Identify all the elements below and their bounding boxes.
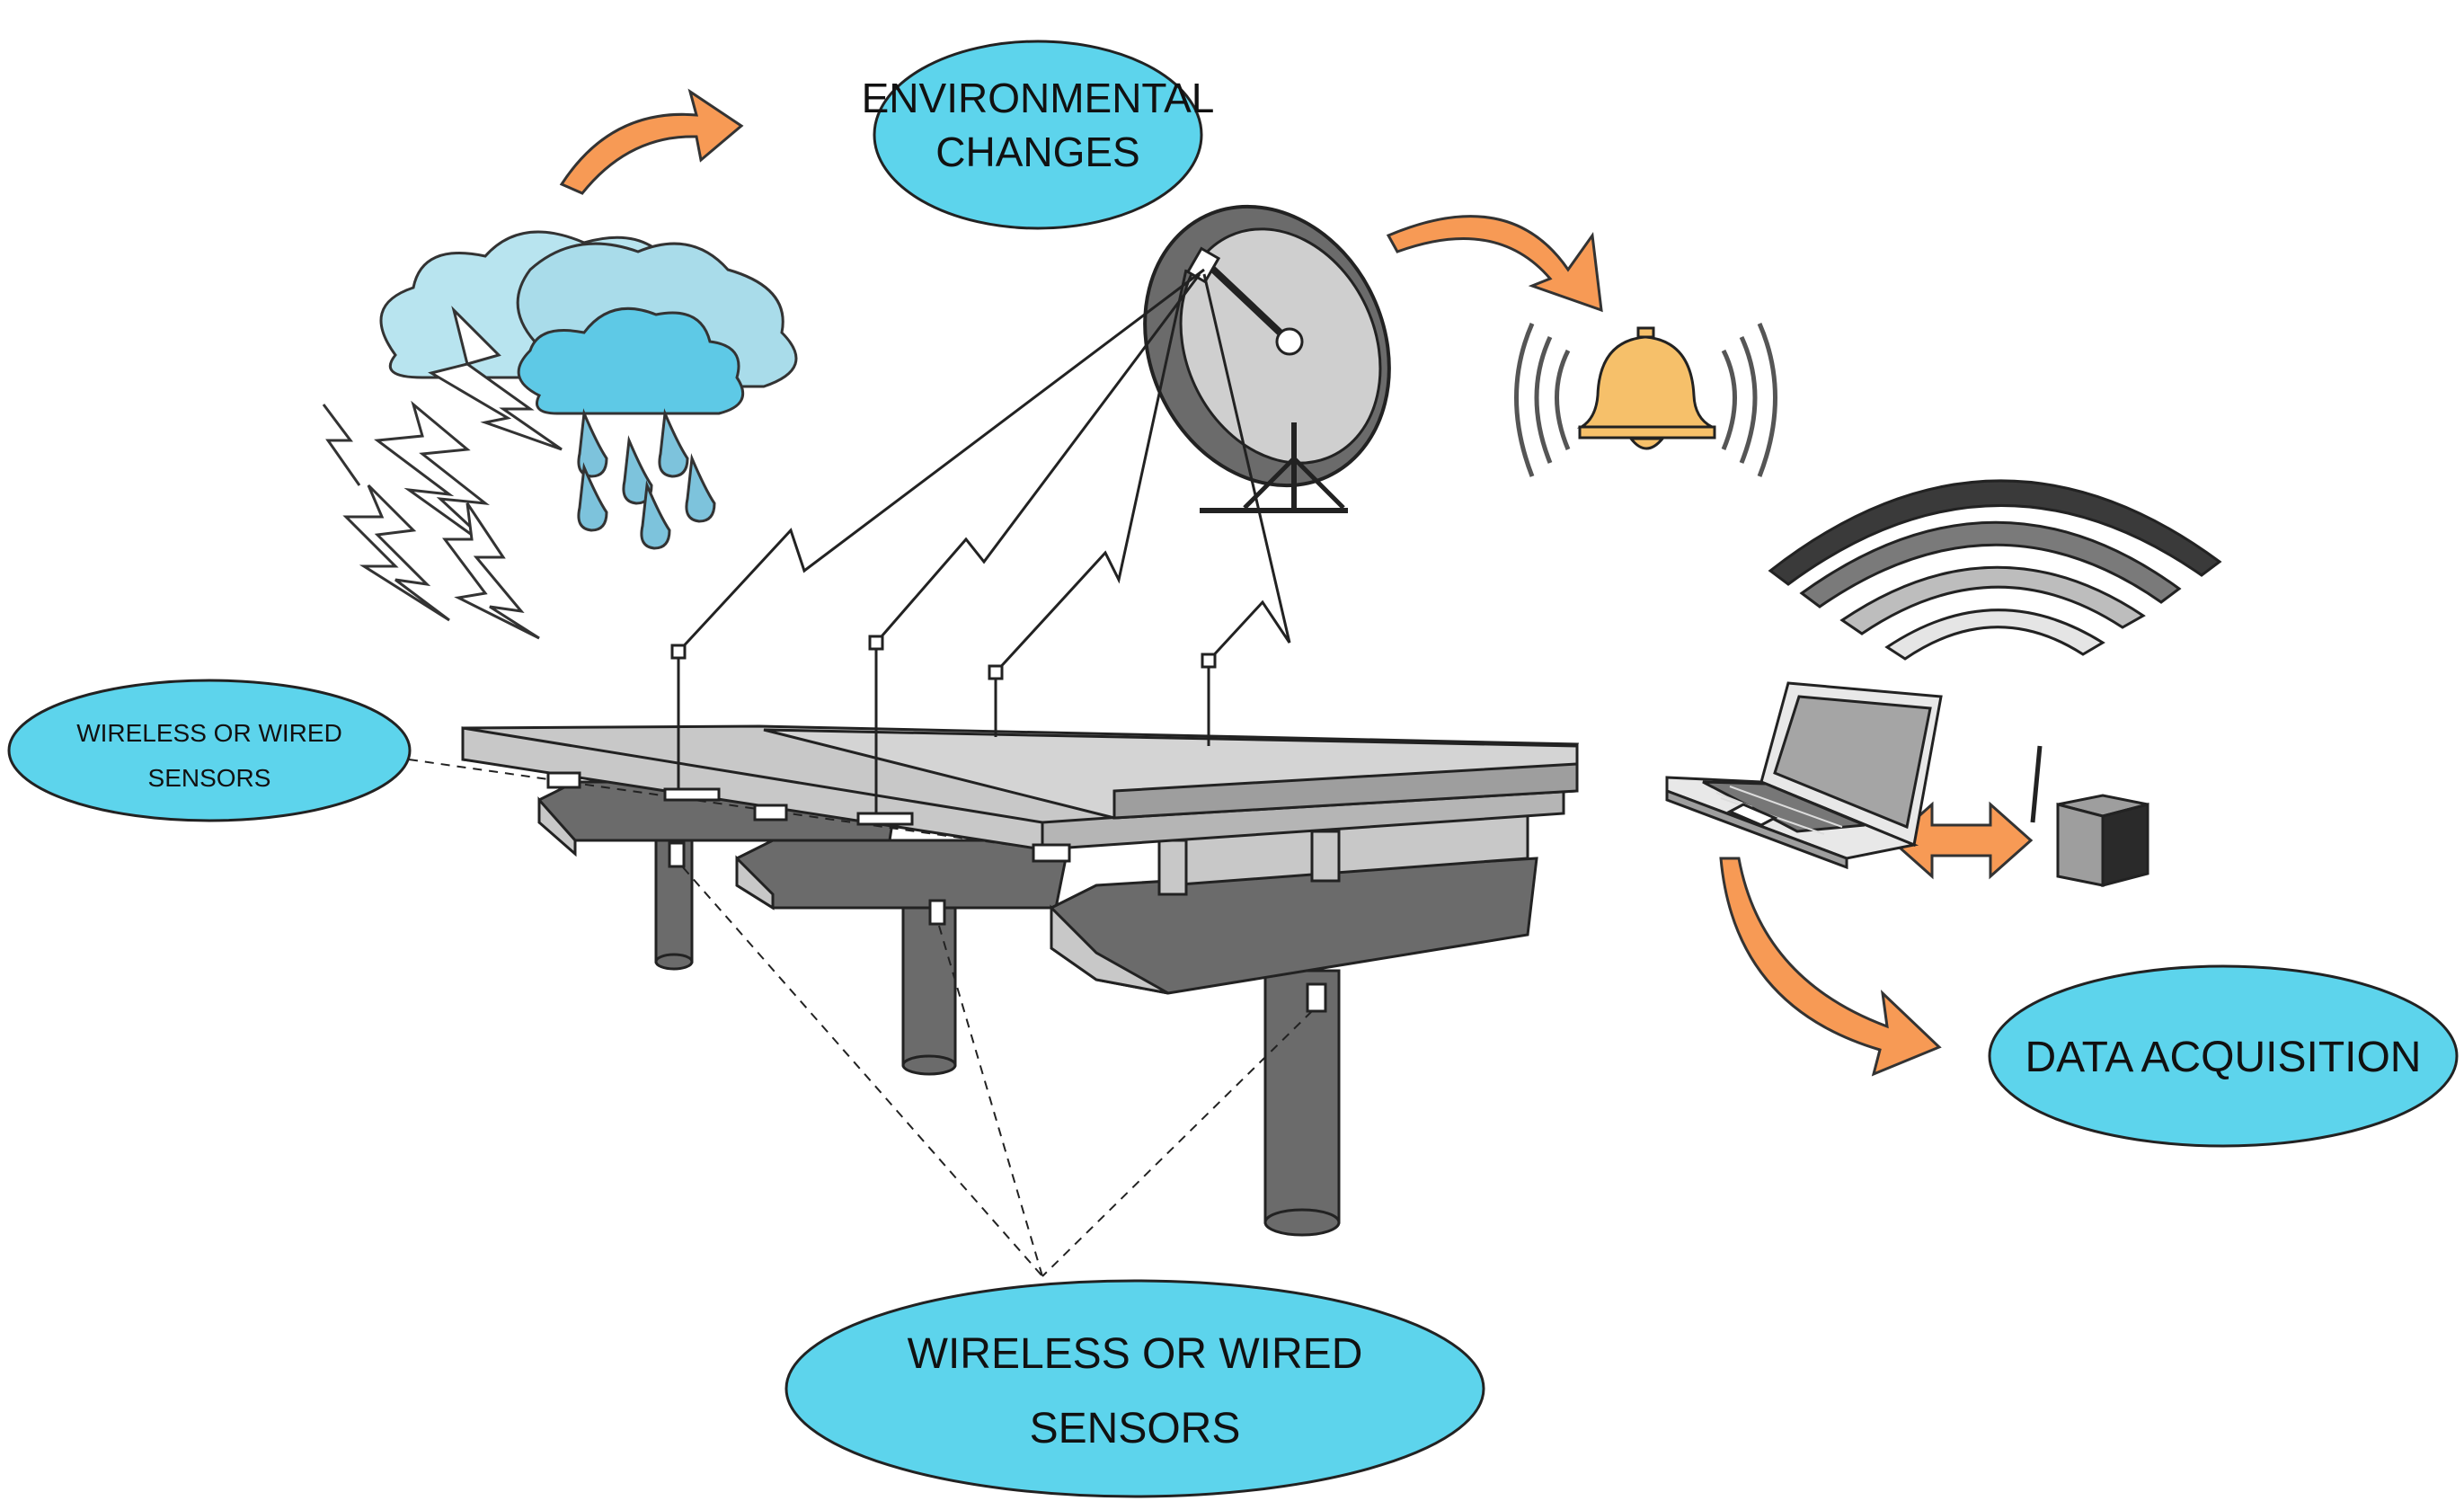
satellite-dish-icon [1143,204,1391,513]
wifi-icon [1768,479,2222,661]
arrow-to-bell [1386,215,1603,313]
environmental-line1: ENVIRONMENTAL [862,75,1215,121]
deck-sensors [546,771,1071,863]
label-data-acquisition: DATA ACQUISITION [1988,964,2459,1148]
label-sensors-left: WIRELESS OR WIRED SENSORS [7,679,412,822]
router-icon [2030,745,2149,887]
sensors-bottom-line1: WIRELESS OR WIRED [908,1330,1363,1378]
laptop-icon [1665,681,1943,870]
arrow-to-data-acquisition [1719,857,1942,1077]
signal-lines [677,268,1291,674]
sensors-left-line1: WIRELESS OR WIRED [76,719,342,747]
data-acquisition-text: DATA ACQUISITION [2025,1034,2422,1081]
sensors-left-line2: SENSORS [148,764,271,792]
cloud-storm-icon [322,230,798,640]
label-environmental-changes: ENVIRONMENTAL CHANGES [862,40,1215,230]
arrow-to-environmental [559,88,744,195]
sensor-masts [670,635,1217,818]
pier-sensors [668,841,1327,1277]
sensors-bottom-line2: SENSORS [1030,1405,1241,1452]
environmental-line2: CHANGES [935,129,1139,175]
bridge-icon [408,724,1580,1237]
double-arrow-laptop-router [1889,801,2034,880]
bell-icon [1514,322,1777,477]
label-sensors-bottom: WIRELESS OR WIRED SENSORS [784,1279,1485,1498]
